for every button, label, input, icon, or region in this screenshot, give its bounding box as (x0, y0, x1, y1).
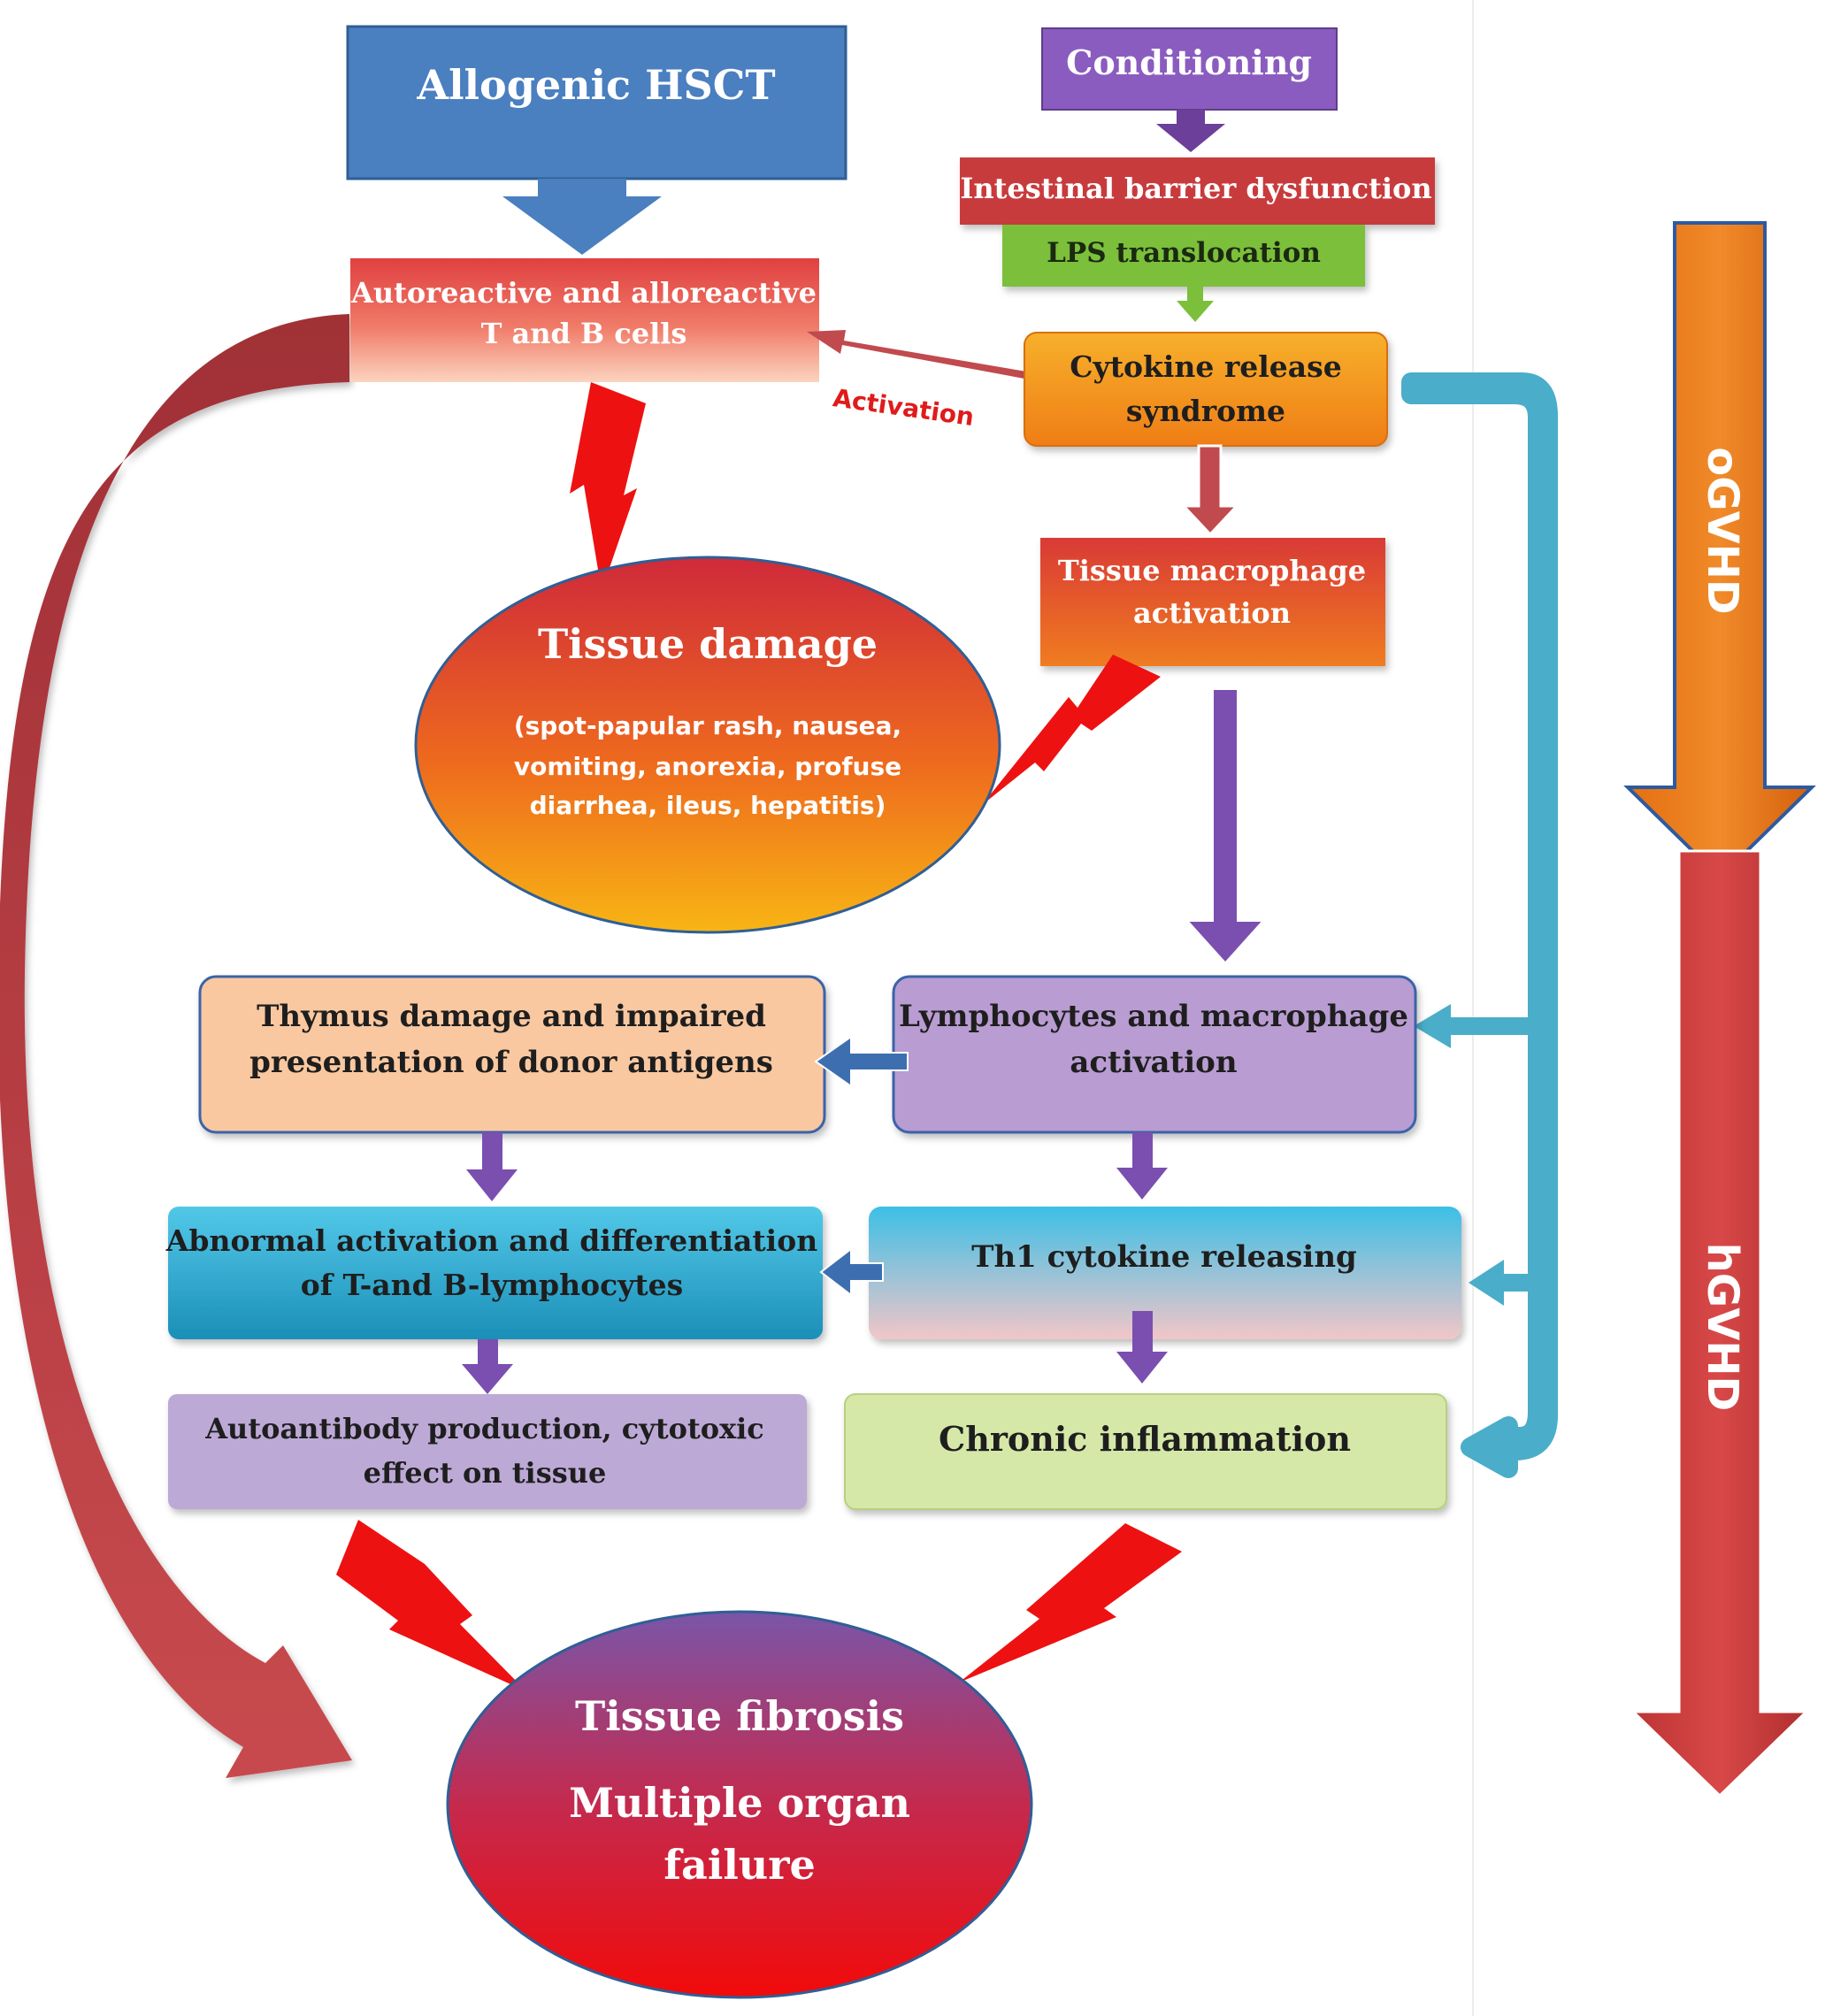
lightning-chronic-to-fibrosis-icon (959, 1523, 1182, 1683)
th1-cytokine-label: Th1 cytokine releasing (971, 1239, 1357, 1275)
macrophage-to-lymphocytes-arrow (1181, 686, 1269, 967)
th1-to-chronic-arrow (1116, 1311, 1168, 1384)
abnormal-activation-label-line1: Abnormal activation and differentiation (165, 1223, 817, 1258)
thymus-damage-label-line2: presentation of donor antigens (249, 1045, 773, 1080)
cytokine-release-label-line2: syndrome (1126, 394, 1285, 428)
lymphocytes-to-thymus-arrow (814, 1035, 909, 1088)
tissue-fibrosis-ellipse (446, 1610, 1033, 1999)
macrophage-activation-box (1040, 538, 1385, 666)
intestinal-barrier-label: Intestinal barrier dysfunction (960, 172, 1431, 205)
th1-to-abnormal-arrow (819, 1246, 884, 1298)
lightning-macrophage-to-damage-icon (982, 655, 1161, 805)
tissue-fibrosis-label: Tissue fibrosis (575, 1692, 904, 1740)
lymphocytes-activation-label-line1: Lymphocytes and macrophage (899, 999, 1408, 1034)
autoreactive-label-line2: T and B cells (481, 317, 687, 350)
ogvhd-arrow (1623, 221, 1816, 880)
conditioning-label: Conditioning (1066, 42, 1312, 82)
abnormal-to-autoantibody-arrow (462, 1339, 513, 1394)
multiple-organ-label: Multiple organ (569, 1779, 910, 1827)
tissue-damage-title: Tissue damage (538, 620, 878, 668)
hgvhd-arrow (1630, 849, 1810, 1798)
abnormal-activation-label-line2: of T-and B-lymphocytes (301, 1268, 683, 1302)
tissue-damage-ellipse (414, 556, 1001, 934)
hgvhd-label: hGVHD (1698, 1243, 1747, 1412)
autoantibody-label-line2: effect on tissue (364, 1456, 607, 1490)
teal-connector (1401, 372, 1558, 1478)
teal-arrow-lymphocytes (1414, 1004, 1541, 1048)
lymphocytes-to-th1-arrow (1116, 1132, 1168, 1200)
ogvhd-label: oGVHD (1698, 447, 1747, 615)
failure-label: failure (663, 1841, 816, 1889)
allogenic-hsct-label: Allogenic HSCT (416, 61, 775, 109)
tissue-damage-detail-line2: vomiting, anorexia, profuse (514, 752, 901, 781)
cytokine-release-label-line1: Cytokine release (1070, 349, 1341, 384)
cytokine-to-macrophage-arrow (1180, 444, 1240, 537)
lightning-autoantibody-to-fibrosis-icon (336, 1520, 526, 1691)
autoantibody-label-line1: Autoantibody production, cytotoxic (204, 1412, 764, 1445)
thymus-damage-label-line1: Thymus damage and impaired (257, 999, 766, 1034)
thymus-to-abnormal-arrow (466, 1132, 518, 1201)
lps-translocation-label: LPS translocation (1047, 237, 1321, 269)
activation-label: Activation (832, 383, 977, 432)
chronic-inflammation-box (844, 1393, 1447, 1510)
macrophage-activation-label-line2: activation (1133, 596, 1291, 630)
autoantibody-box (168, 1394, 807, 1509)
tissue-damage-detail-line3: diarrhea, ileus, hepatitis) (530, 791, 886, 820)
conditioning-down-arrow (1156, 110, 1225, 152)
abnormal-activation-box (168, 1207, 823, 1339)
intestinal-barrier-box (960, 157, 1435, 225)
th1-cytokine-box (869, 1207, 1461, 1339)
lymphocytes-activation-label-line2: activation (1070, 1045, 1237, 1080)
autoreactive-cells-box (350, 258, 819, 382)
lps-translocation-box (1002, 225, 1365, 287)
chronic-inflammation-label: Chronic inflammation (939, 1419, 1351, 1459)
tissue-damage-detail-line1: (spot-papular rash, nausea, (514, 711, 901, 740)
activation-arrow (807, 330, 1026, 379)
conditioning-box (1041, 27, 1338, 111)
teal-arrow-th1 (1469, 1260, 1541, 1306)
lightning-autoreactive-to-damage-icon (570, 382, 646, 591)
autoreactive-label-line1: Autoreactive and alloreactive (350, 276, 817, 310)
allogenic-down-arrow (502, 179, 662, 255)
lps-down-arrow (1177, 287, 1214, 322)
macrophage-activation-label-line1: Tissue macrophage (1058, 554, 1366, 587)
teal-arrow-chronic (1469, 1431, 1504, 1470)
